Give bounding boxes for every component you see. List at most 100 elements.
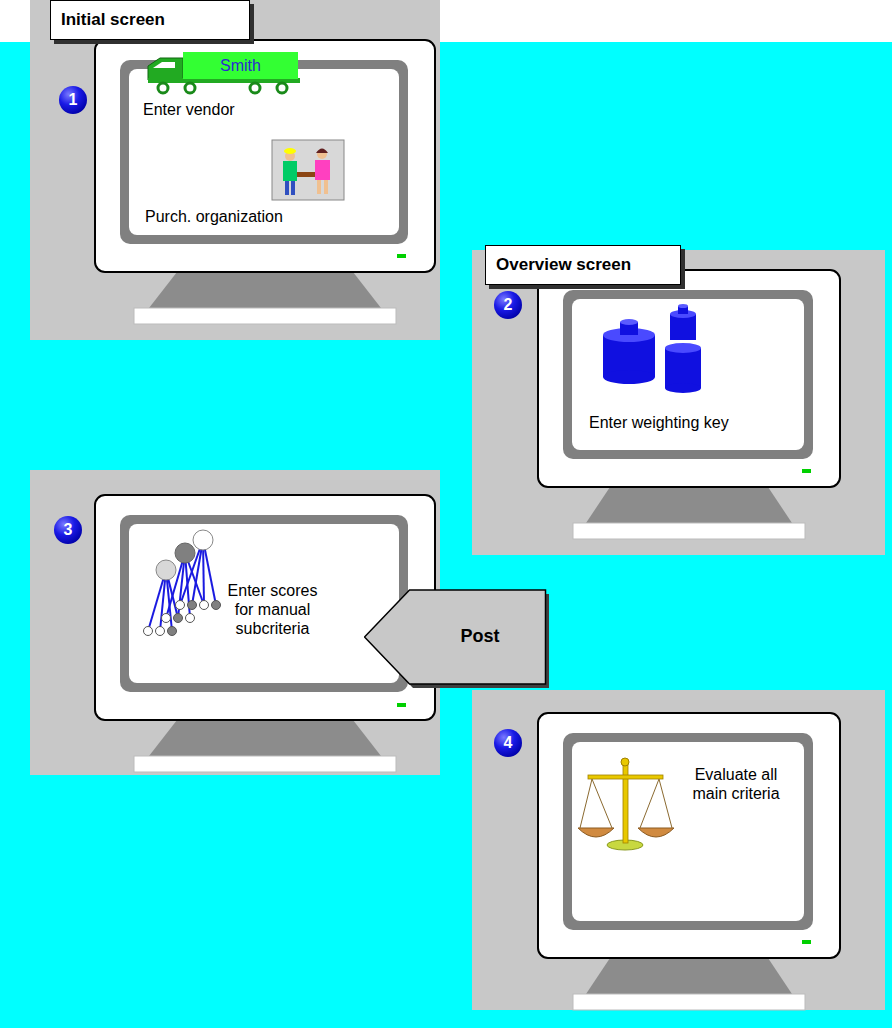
scales-icon-part: [588, 775, 663, 779]
screen-text: Purch. organization: [145, 207, 283, 226]
monitor-screen: Enter vendorPurch. organization Smith: [95, 40, 435, 272]
monitor-part: [397, 254, 406, 258]
monitor-part: [129, 524, 399, 683]
monitor-part: [802, 940, 811, 944]
screen-text: Enter scores for manual subcriteria: [225, 581, 320, 639]
monitor-part: [129, 69, 399, 235]
post-arrow: Post: [364, 589, 550, 690]
weights-icon-part: [678, 304, 688, 308]
screen-text: Evaluate all main criteria: [676, 765, 796, 803]
weights-icon-part: [665, 343, 701, 353]
screen-text: Enter weighting key: [589, 413, 729, 432]
callout-number: 2: [494, 291, 522, 319]
monitor-part: [149, 272, 381, 308]
truck-icon-part: [250, 83, 260, 93]
tree-icon-part: [162, 614, 171, 623]
cyan-ground: [0, 42, 892, 1028]
monitor-part: [586, 958, 792, 994]
screen-title: Overview screen: [496, 255, 631, 275]
weights-icon-part: [665, 348, 701, 388]
monitor-part: [397, 703, 406, 707]
monitor-part: [134, 308, 396, 324]
monitor-part: [538, 713, 840, 958]
monitor-part: [563, 733, 813, 930]
people-picture-part: [316, 149, 328, 154]
monitor-screen: Enter weighting key: [538, 270, 840, 487]
tree-icon-part: [186, 614, 195, 623]
gray-panel-part: [472, 690, 885, 1010]
monitor-part: [572, 742, 804, 921]
callout-ball-part: [54, 516, 82, 544]
scales-icon-part-part: [640, 779, 659, 828]
tree-icon-part: [193, 530, 213, 550]
tree-icon-part: [212, 601, 221, 610]
screen-title: Initial screen: [61, 10, 165, 30]
weights-icon-part: [603, 370, 655, 384]
monitor-part: [573, 523, 805, 539]
scales-icon-part: [578, 828, 614, 837]
scales-icon-part-part: [592, 779, 612, 828]
post-arrow-shape: [364, 589, 550, 690]
button-label: Post: [409, 626, 551, 648]
monitor-screen: Enter scores for manual subcriteria: [95, 495, 435, 720]
monitor-part: [149, 720, 381, 756]
callout-ball-part: [494, 729, 522, 757]
scales-icon: [578, 758, 674, 850]
callout-ball-part: [494, 291, 522, 319]
tree-icon-part: [144, 627, 153, 636]
people-picture-part: [285, 181, 289, 195]
monitor-screen: Evaluate all main criteria: [538, 713, 840, 958]
gray-panel-part: [30, 0, 440, 340]
screen-text: Smith: [220, 56, 261, 75]
callout-ball-part: [59, 86, 87, 114]
people-picture-part: [317, 149, 327, 159]
gray-panel-part: [472, 250, 885, 555]
monitor-part: [802, 469, 811, 473]
weights-icon-part: [665, 383, 701, 393]
scales-icon-part-part: [659, 779, 672, 828]
callout-number: 3: [54, 516, 82, 544]
screen-tab: Overview screen: [485, 245, 681, 285]
tree-icon-part: [156, 560, 176, 580]
tree-icon-part: [174, 614, 183, 623]
monitor-part: [538, 270, 840, 487]
monitor: [95, 40, 435, 324]
weights-icon: [603, 304, 701, 393]
tree-icon-part: [188, 601, 197, 610]
tree-icon-part: [168, 627, 177, 636]
screen-text: Enter vendor: [143, 100, 235, 119]
scales-icon-part: [580, 779, 672, 828]
tree-icon-part: [148, 540, 216, 631]
monitor-part: [572, 299, 804, 450]
tree-icon-part: [176, 601, 185, 610]
monitor-part: [95, 40, 435, 272]
people-picture-part: [317, 180, 321, 194]
people-picture-part: [324, 180, 328, 194]
truck-icon-part: [153, 62, 175, 68]
callout-number: 1: [59, 86, 87, 114]
people-picture-part: [283, 161, 297, 181]
tree-icon-part: [175, 543, 195, 563]
people-picture-part: [291, 181, 295, 195]
post-arrow-body: [365, 590, 546, 684]
monitor-part: [95, 495, 435, 720]
screen-tab: Initial screen: [50, 0, 250, 40]
tree-icon-part: [200, 601, 209, 610]
truck-icon-part: [277, 83, 287, 93]
tree-icon-part: [156, 627, 165, 636]
monitor-part: [586, 487, 792, 523]
monitor: [538, 713, 840, 1010]
people-picture: [272, 140, 344, 200]
people-picture-part: [315, 160, 330, 180]
truck-cargo-box: Smith: [183, 52, 298, 79]
monitor-part: [120, 60, 408, 244]
scales-icon-part-part: [580, 779, 592, 828]
monitor-part: [573, 994, 805, 1010]
truck-icon-part: [148, 58, 183, 80]
truck-icon-part: [185, 83, 195, 93]
scales-icon-part: [638, 828, 674, 837]
people-picture-part: [272, 140, 344, 200]
